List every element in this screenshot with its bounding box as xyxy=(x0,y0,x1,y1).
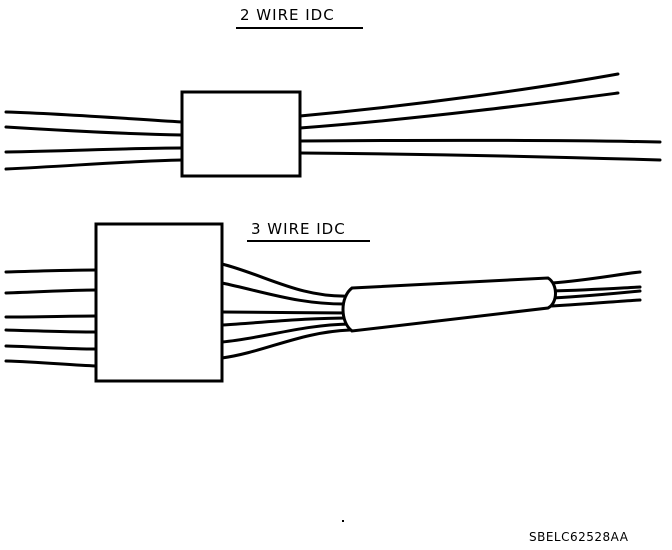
three-wire-left-wire-4 xyxy=(4,328,98,334)
two-wire-left-wire-2 xyxy=(4,125,184,137)
figure-reference-code: SBELC62528AA xyxy=(529,530,629,544)
three-wire-left-wire-5 xyxy=(4,344,98,351)
two-wire-right-wire-3 xyxy=(298,138,662,144)
three-wire-idc-assembly xyxy=(4,222,642,383)
two-wire-left-wire-4 xyxy=(4,158,184,171)
three-wire-idc-connector xyxy=(94,222,224,383)
two-wire-idc-assembly xyxy=(4,72,662,178)
three-wire-left-wire-1 xyxy=(4,268,98,274)
two-wire-idc-label: 2 WIRE IDC xyxy=(240,6,335,24)
three-wire-fan-wire-4 xyxy=(220,316,352,327)
three-wire-fan-wire-3 xyxy=(220,310,352,315)
three-wire-sleeve xyxy=(341,276,557,333)
two-wire-idc-underline xyxy=(236,27,363,29)
three-wire-fan-wire-6 xyxy=(220,328,352,360)
two-wire-left-wire-3 xyxy=(4,146,184,154)
two-wire-right-wire-4 xyxy=(298,151,662,162)
print-speck xyxy=(342,520,344,522)
three-wire-fan-wire-1 xyxy=(220,262,352,298)
three-wire-fan-wire-2 xyxy=(220,281,352,306)
three-wire-right-wire-1 xyxy=(550,270,642,285)
three-wire-right-wire-2 xyxy=(550,285,642,293)
two-wire-idc-connector xyxy=(180,90,302,178)
two-wire-right-wire-2 xyxy=(298,91,620,130)
three-wire-fan-wire-5 xyxy=(220,322,352,344)
three-wire-left-wire-6 xyxy=(4,359,98,368)
three-wire-left-wire-2 xyxy=(4,288,98,295)
three-wire-idc-label: 3 WIRE IDC xyxy=(251,220,346,238)
two-wire-right-wire-1 xyxy=(298,72,620,118)
three-wire-right-wire-3 xyxy=(550,289,642,300)
three-wire-idc-underline xyxy=(247,240,370,242)
three-wire-left-wire-3 xyxy=(4,314,98,319)
three-wire-right-wire-4 xyxy=(550,298,642,308)
two-wire-left-wire-1 xyxy=(4,110,184,124)
